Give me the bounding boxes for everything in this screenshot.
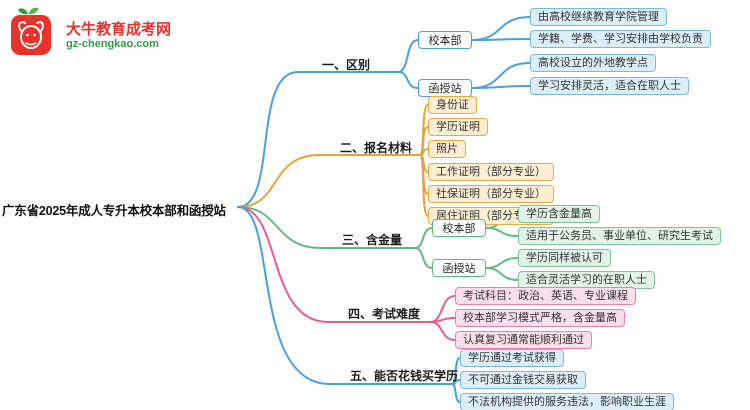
branch2-leaf: 学历证明 (428, 118, 488, 136)
connector-branch1-child2 (397, 71, 419, 89)
branch3-label: 三、含金量 (342, 233, 403, 247)
branch1-child-station: 函授站 (418, 79, 472, 97)
branch1-leaf: 高校设立的外地教学点 (530, 54, 656, 72)
branch4-leaf: 校本部学习模式严格，含金量高 (455, 309, 625, 327)
branch5-label: 五、能否花钱买学历 (350, 369, 459, 383)
branch5-leaf: 学历通过考试获得 (460, 349, 564, 367)
branch1-wires (237, 16, 531, 208)
branch2-leaf: 身份证 (428, 96, 477, 114)
branch1-label: 一、区别 (322, 58, 371, 72)
connector-branch3-child1 (414, 227, 433, 249)
connector-b4-leaf3 (429, 321, 456, 341)
connector-branch1-child1 (397, 39, 419, 73)
bull-logo-icon (11, 7, 51, 55)
branch5-leaf: 不可通过金钱交易获取 (460, 371, 586, 389)
branch3-child-campus: 校本部 (432, 219, 486, 237)
branch3-leaf: 适合灵活学习的在职人士 (518, 271, 655, 289)
branch1-leaf: 学籍、学费、学习安排由学校负责 (530, 30, 711, 48)
branch3-leaf: 学历含金量高 (518, 205, 600, 223)
branch5-leaf: 不法机构提供的服务违法，影响职业生涯 (460, 393, 674, 410)
branch4-leaf: 考试科目：政治、英语、专业课程 (455, 287, 636, 305)
branch2-leaf: 照片 (428, 140, 466, 158)
connector-b1c1-leaf2 (471, 38, 531, 41)
branch3-leaf: 适用于公务员、事业单位、研究生考试 (518, 227, 721, 245)
branch4-leaf: 认真复习通常能顺利通过 (455, 331, 592, 349)
site-url[interactable]: gz-chengkao.com (66, 38, 159, 50)
connector-b1c2-leaf1 (471, 62, 531, 89)
connector-b1c1-leaf1 (471, 16, 531, 41)
branch2-leaf: 工作证明（部分专业） (428, 163, 554, 181)
branch3-child-station: 函授站 (432, 259, 486, 277)
branch4-wires (237, 206, 456, 341)
root-topic: 广东省2025年成人专升本校本部和函授站 (2, 204, 226, 218)
connector-b3c2-leaf1 (485, 257, 519, 269)
branch1-leaf: 由高校继续教育学院管理 (530, 8, 667, 26)
branch2-wires (237, 104, 429, 217)
connector-b1c2-leaf2 (471, 85, 531, 89)
connector-b5-leaf3 (451, 383, 461, 403)
connector-b3c1-leaf2 (485, 227, 519, 237)
connector-b2-leaf6 (419, 154, 429, 217)
branch4-label: 四、考试难度 (348, 307, 421, 321)
site-name[interactable]: 大牛教育成考网 (66, 21, 172, 38)
branch3-leaf: 学历同样被认可 (518, 249, 611, 267)
connector-b3c2-leaf2 (485, 267, 519, 281)
branch2-label: 二、报名材料 (340, 141, 413, 155)
site-logo[interactable]: 大牛教育成考网 gz-chengkao.com (8, 4, 238, 58)
branch1-leaf: 学习安排灵活，适合在职人士 (530, 77, 689, 95)
branch5-wires (237, 206, 461, 403)
connector-branch3-child2 (414, 247, 433, 269)
connector-root-branch1 (237, 71, 399, 208)
connector-root-branch4 (237, 206, 431, 323)
connector-b4-leaf2 (429, 317, 456, 323)
connector-root-branch5 (237, 206, 453, 385)
branch2-leaf: 社保证明（部分专业） (428, 185, 554, 203)
connector-root-branch3 (237, 206, 416, 249)
branch1-child-campus: 校本部 (418, 31, 472, 49)
connector-root-branch2 (237, 154, 421, 208)
